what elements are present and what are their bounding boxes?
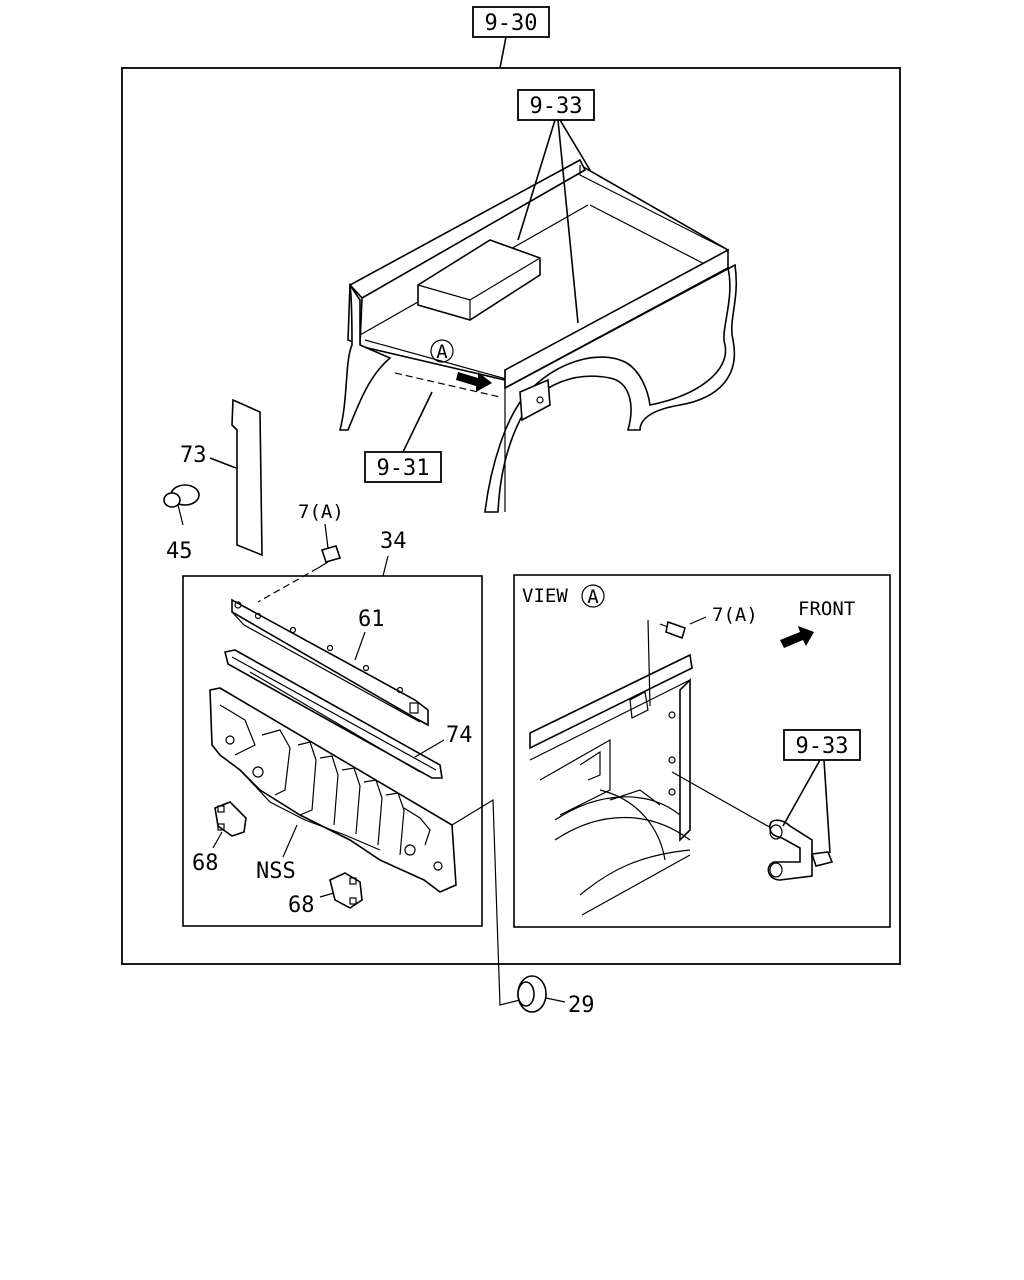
part-68-left: 68 [192,801,247,876]
part-61-rail: 61 [231,598,429,727]
part-29-label: 29 [568,993,595,1018]
view-a-detail: 7(A) [529,604,834,916]
part-34-label: 34 [380,529,407,554]
tailgate-parts-box [182,575,483,927]
view-a-ref-callout: 9-33 [782,729,861,854]
part-74-seal: 74 [224,649,473,779]
part-68-bottom-label: 68 [288,893,315,918]
part-29-grommet: 29 [451,798,595,1018]
bed-body-ref-callout: 9-31 [364,391,442,483]
part-34-callout: 34 [380,529,407,577]
front-label: FRONT [798,598,855,620]
view-a-ref-label: 9-33 [796,734,849,759]
part-7a-view-label: 7(A) [712,604,758,626]
bed-body-ref-label: 9-31 [377,456,430,481]
assembly-ref-label: 9-30 [485,11,538,36]
part-7a-left: 7(A) [257,501,344,603]
view-a-circle-label: A [587,586,599,608]
main-frame [121,67,901,965]
nss-tailgate-inner: NSS [209,687,457,893]
part-73-panel: 73 [180,398,263,557]
part-61-label: 61 [358,607,385,632]
front-indicator: FRONT [780,598,855,648]
view-a-word: VIEW [522,585,568,607]
part-68-left-label: 68 [192,851,219,876]
part-74-label: 74 [446,723,473,748]
bed-view-marker-label: A [436,341,448,363]
bed-top-ref-label: 9-33 [530,94,583,119]
assembly-callout: 9-30 [472,6,550,69]
part-7a-left-label: 7(A) [298,501,344,523]
truck-bed: A [338,158,737,513]
nss-label: NSS [256,859,296,884]
view-a-box [513,574,891,928]
part-68-bottom: 68 [288,872,363,918]
bed-top-ref-callout: 9-33 [517,89,595,324]
view-a-title: VIEW A [522,584,605,608]
part-45-label: 45 [166,539,193,564]
part-45-clip: 45 [163,484,200,564]
part-73-label: 73 [180,443,207,468]
